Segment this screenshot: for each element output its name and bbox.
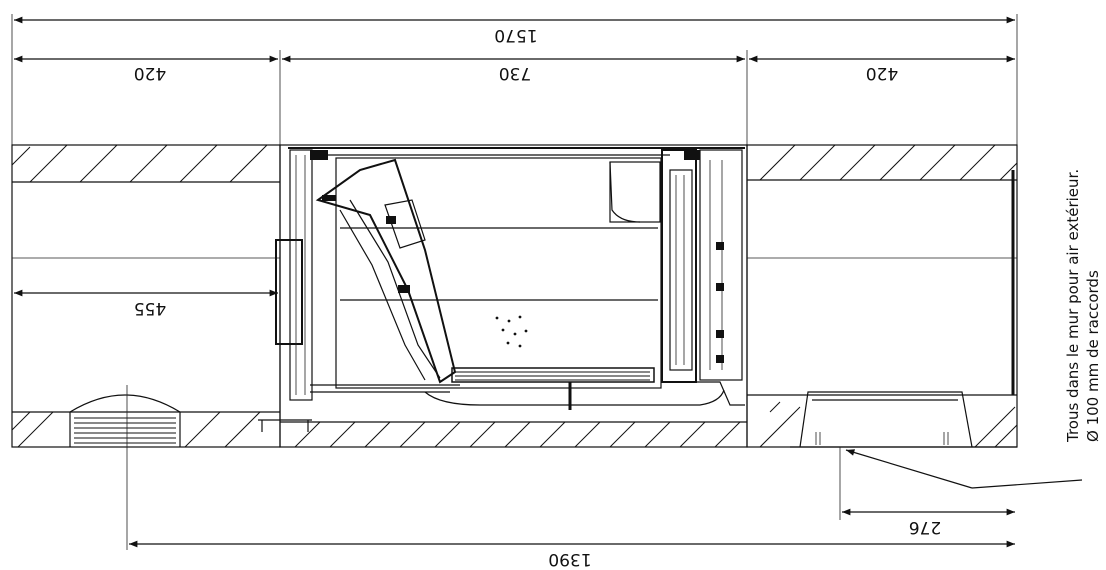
dimension-label-left-420: 420 xyxy=(134,63,166,83)
dimension-label-1570: 1570 xyxy=(494,25,537,45)
left-wall-section xyxy=(11,144,312,448)
air-intake-note: Trous dans le mur pour air extérieur. Ø … xyxy=(1064,169,1102,443)
dimension-label-730: 730 xyxy=(499,63,531,83)
middle-unit-section xyxy=(275,144,748,448)
dimension-bottom-span: 1390 xyxy=(126,385,1015,569)
dimension-label-276: 276 xyxy=(909,517,941,537)
right-wall-section xyxy=(746,144,1018,448)
pellet-marks xyxy=(495,315,528,348)
dimension-label-right-420: 420 xyxy=(866,63,898,83)
note-line-2: Ø 100 mm de raccords xyxy=(1084,270,1102,442)
note-leader xyxy=(845,449,1083,489)
dimension-label-1390: 1390 xyxy=(548,549,591,569)
dimension-label-455: 455 xyxy=(134,298,166,318)
dimension-right-offset: 276 xyxy=(839,447,1015,537)
dimension-segments: 420 730 420 xyxy=(13,50,1015,145)
dimension-total-width: 1570 xyxy=(11,14,1018,145)
note-line-1: Trous dans le mur pour air extérieur. xyxy=(1064,169,1082,443)
dimension-inner-455: 455 xyxy=(13,289,278,318)
